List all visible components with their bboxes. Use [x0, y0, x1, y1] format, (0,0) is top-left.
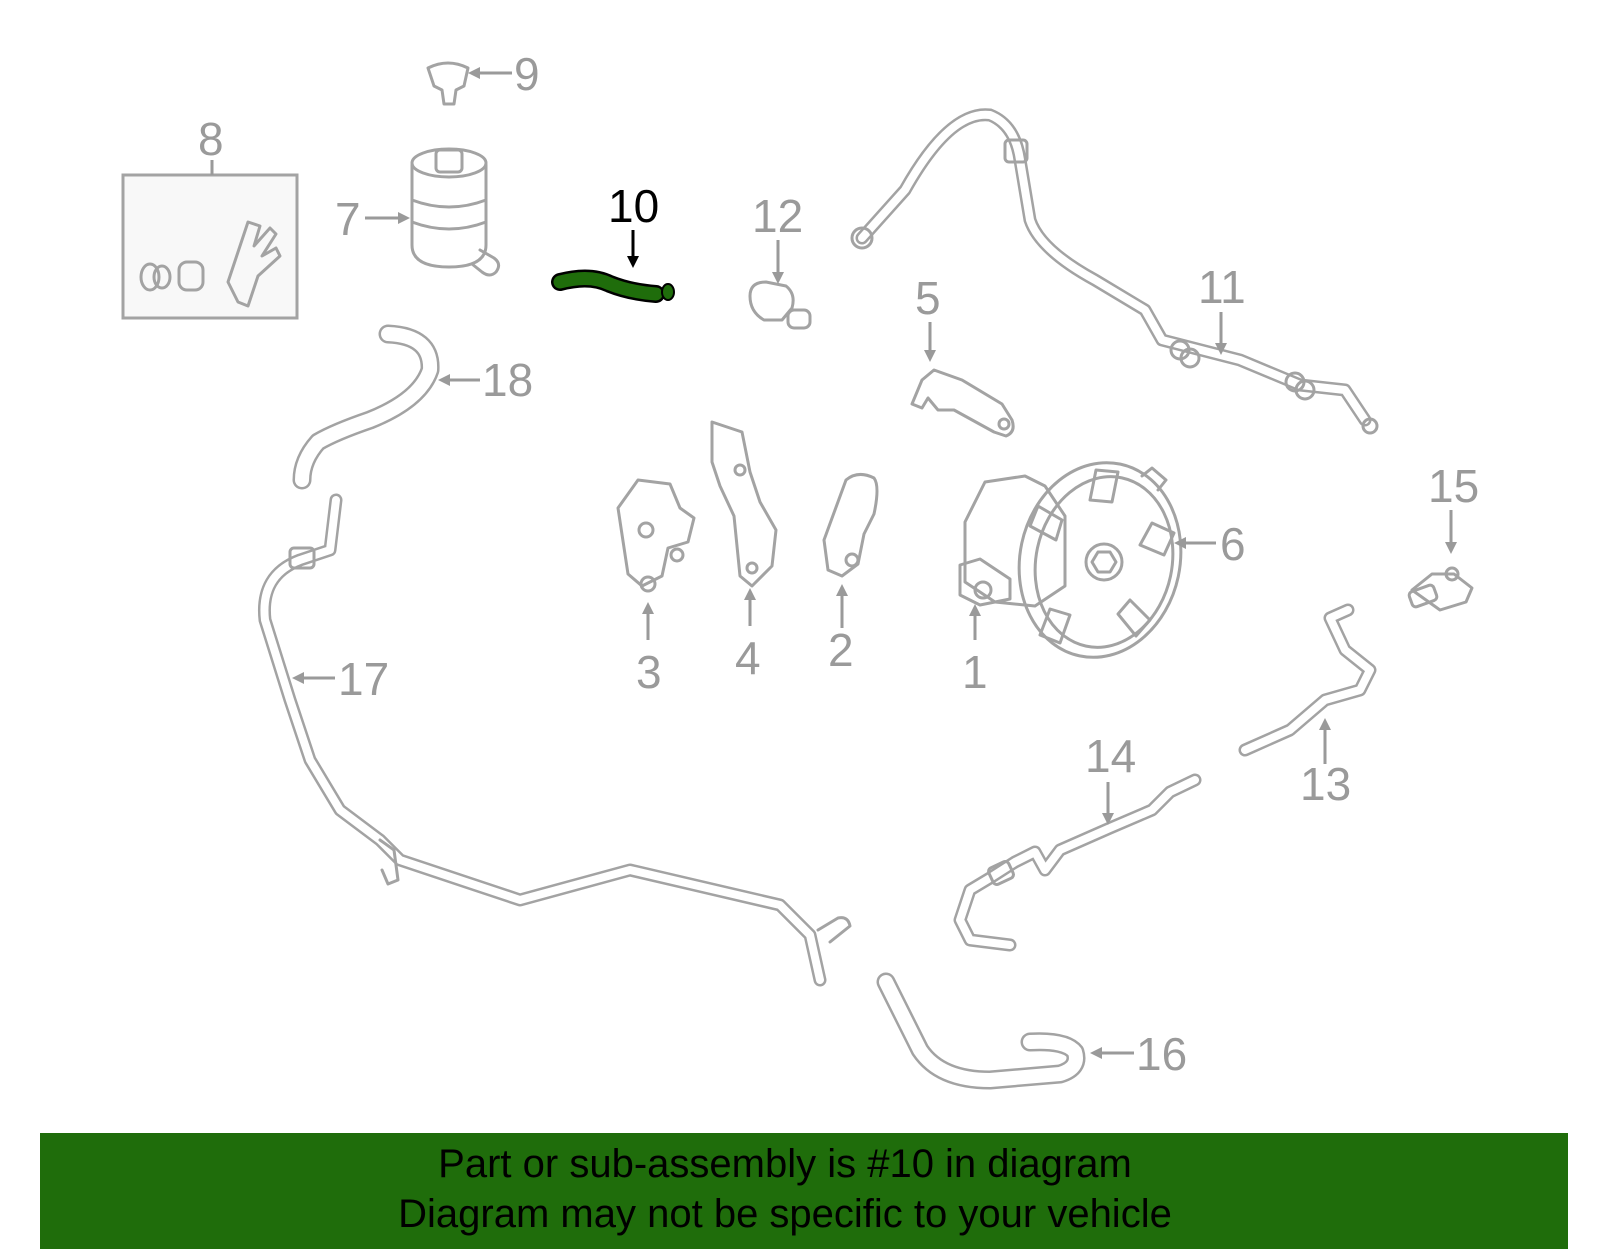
part-18-hose[interactable] [292, 324, 440, 490]
part-3-bracket[interactable] [616, 478, 696, 593]
callout-18[interactable]: 18 [482, 354, 533, 406]
callout-14[interactable]: 14 [1085, 730, 1136, 782]
arrow-18 [438, 374, 480, 386]
part-8-kit[interactable] [121, 160, 299, 320]
arrow-9 [468, 67, 512, 79]
part-10-hose-highlighted[interactable] [551, 269, 675, 303]
callout-7[interactable]: 7 [335, 193, 361, 245]
arrow-7 [365, 212, 410, 224]
part-6-pulley[interactable] [1001, 448, 1198, 673]
part-16-hose[interactable] [876, 972, 1086, 1090]
part-14-return-line[interactable] [953, 773, 1202, 952]
part-4-bracket[interactable] [710, 420, 778, 588]
arrow-12 [772, 240, 784, 284]
callout-5[interactable]: 5 [915, 272, 941, 324]
callout-17[interactable]: 17 [338, 653, 389, 705]
arrow-1 [969, 604, 981, 640]
arrow-5 [924, 322, 936, 362]
part-12-fitting[interactable] [748, 280, 812, 330]
arrow-17 [292, 672, 335, 684]
callout-13[interactable]: 13 [1300, 758, 1351, 810]
part-13-hose[interactable] [1238, 603, 1377, 757]
callout-12[interactable]: 12 [752, 190, 803, 242]
banner-line-2: Diagram may not be specific to your vehi… [398, 1192, 1172, 1236]
arrow-10 [627, 230, 639, 268]
callout-3[interactable]: 3 [636, 646, 662, 698]
part-17-return-line[interactable] [257, 493, 852, 987]
part-5-bracket[interactable] [910, 368, 1015, 438]
callout-4[interactable]: 4 [735, 632, 761, 684]
callout-16[interactable]: 16 [1136, 1028, 1187, 1080]
part-15-bolt[interactable] [1407, 566, 1474, 612]
callout-8[interactable]: 8 [198, 113, 224, 165]
arrow-4 [744, 588, 756, 626]
arrow-2 [836, 584, 848, 628]
part-11-pressure-line[interactable] [850, 108, 1379, 435]
arrow-11 [1215, 312, 1227, 355]
callout-11[interactable]: 11 [1198, 261, 1246, 313]
part-7-reservoir[interactable] [410, 147, 501, 277]
arrow-3 [642, 602, 654, 640]
arrow-15 [1445, 510, 1457, 554]
arrow-6 [1174, 537, 1216, 549]
callout-2[interactable]: 2 [828, 624, 854, 676]
callout-10[interactable]: 10 [608, 180, 659, 232]
banner-line-1: Part or sub-assembly is #10 in diagram [438, 1142, 1132, 1186]
callout-15[interactable]: 15 [1428, 460, 1479, 512]
callout-9[interactable]: 9 [514, 48, 540, 100]
arrow-13 [1319, 718, 1331, 764]
info-banner: Part or sub-assembly is #10 in diagram D… [40, 1133, 1568, 1249]
part-9-clip[interactable] [426, 61, 470, 106]
arrow-16 [1090, 1047, 1134, 1059]
callout-6[interactable]: 6 [1220, 518, 1246, 570]
part-1-pump[interactable] [958, 474, 1067, 608]
callout-1[interactable]: 1 [962, 646, 988, 698]
part-2-bracket[interactable] [822, 473, 879, 578]
arrow-14 [1102, 782, 1114, 825]
